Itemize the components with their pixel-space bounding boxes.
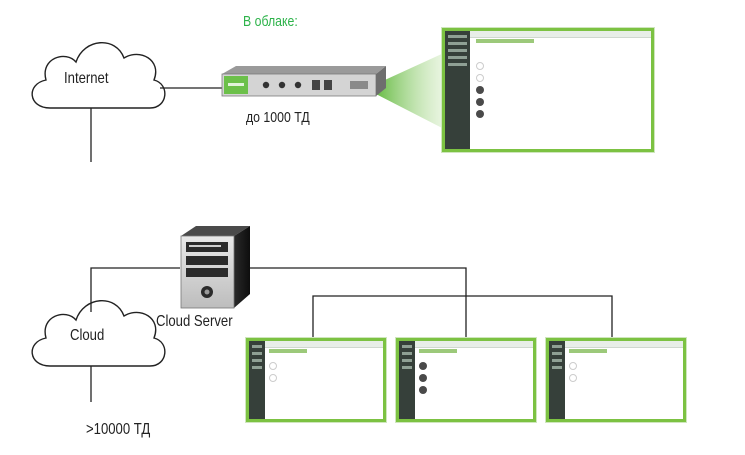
server-tower-icon — [180, 226, 250, 309]
projection-beam — [376, 52, 446, 130]
cloud-server-label: Cloud Server — [156, 313, 233, 330]
bottom-capacity-label: >10000 ТД — [86, 421, 151, 438]
appliance-icon — [221, 66, 386, 97]
cloud-icon — [31, 300, 166, 367]
top-capacity-label: до 1000 ТД — [246, 109, 310, 126]
cloud-label: Cloud — [70, 327, 105, 344]
controller-window-icon — [396, 338, 536, 422]
cloud-server-link — [90, 267, 180, 312]
controller-window-icon — [442, 28, 654, 152]
server-trunk-line — [246, 267, 467, 340]
internet-cloud-label: Internet — [64, 70, 109, 87]
controller-window-icon — [246, 338, 386, 422]
internet-cloud-icon — [31, 42, 166, 109]
cloud-caption: В облаке: — [243, 13, 298, 30]
controller-window-icon — [546, 338, 686, 422]
distribution-bus-line — [312, 295, 613, 340]
